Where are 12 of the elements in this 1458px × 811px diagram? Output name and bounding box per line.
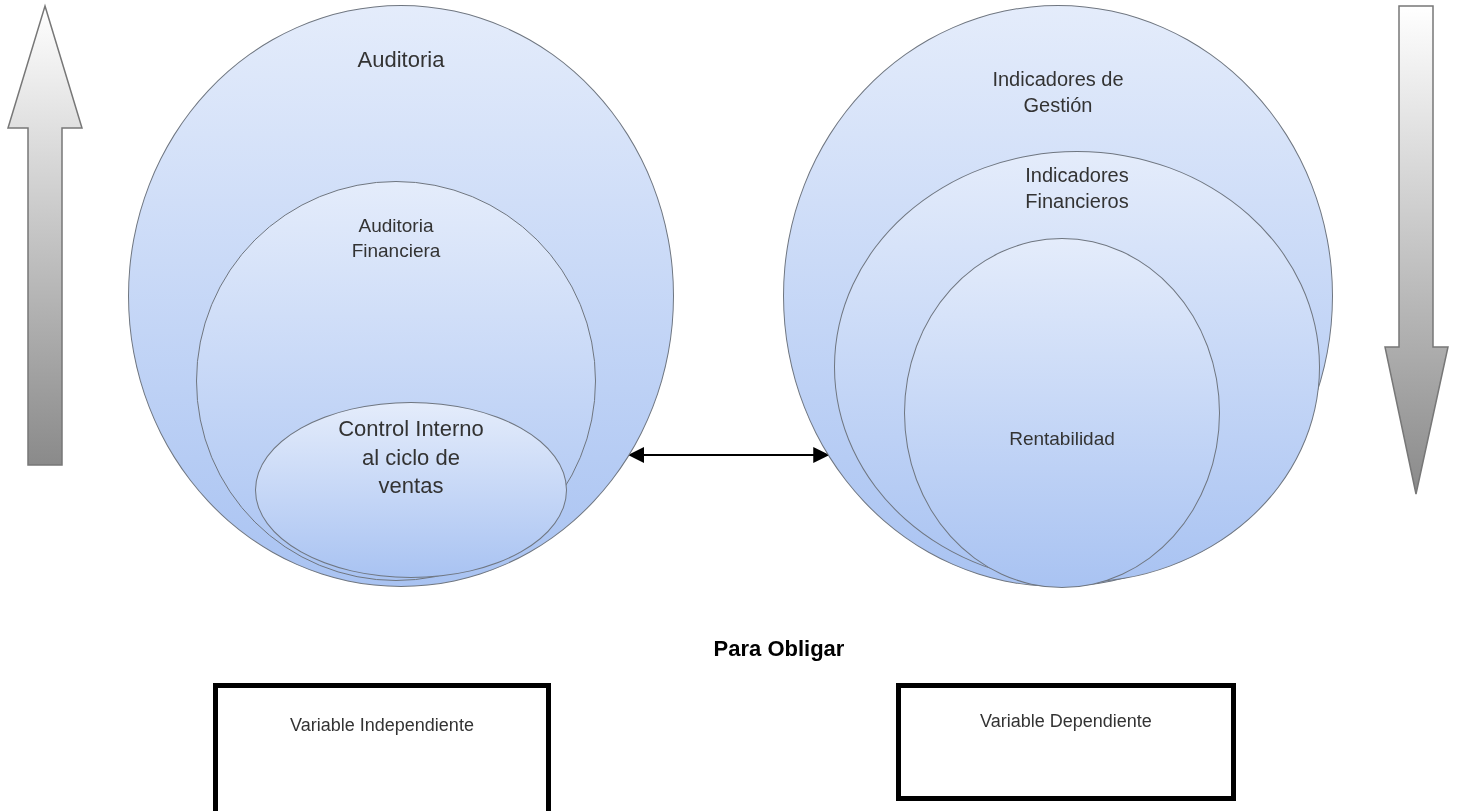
node-label: Indicadores Financieros <box>1024 163 1130 214</box>
node-label: Auditoria <box>356 46 446 74</box>
heading-text: Para Obligar <box>712 636 846 662</box>
node-label: Indicadores de Gestión <box>991 67 1125 118</box>
double-arrow <box>628 447 830 463</box>
node-label: Control Interno al ciclo de ventas <box>337 415 485 501</box>
text-box <box>896 683 1236 801</box>
node-label: Variable Independiente <box>289 714 475 737</box>
node-label: Auditoria Financiera <box>350 214 442 263</box>
node-label: Variable Dependiente <box>979 710 1153 733</box>
text-box <box>213 683 551 811</box>
node-label: Rentabilidad <box>1008 427 1116 451</box>
